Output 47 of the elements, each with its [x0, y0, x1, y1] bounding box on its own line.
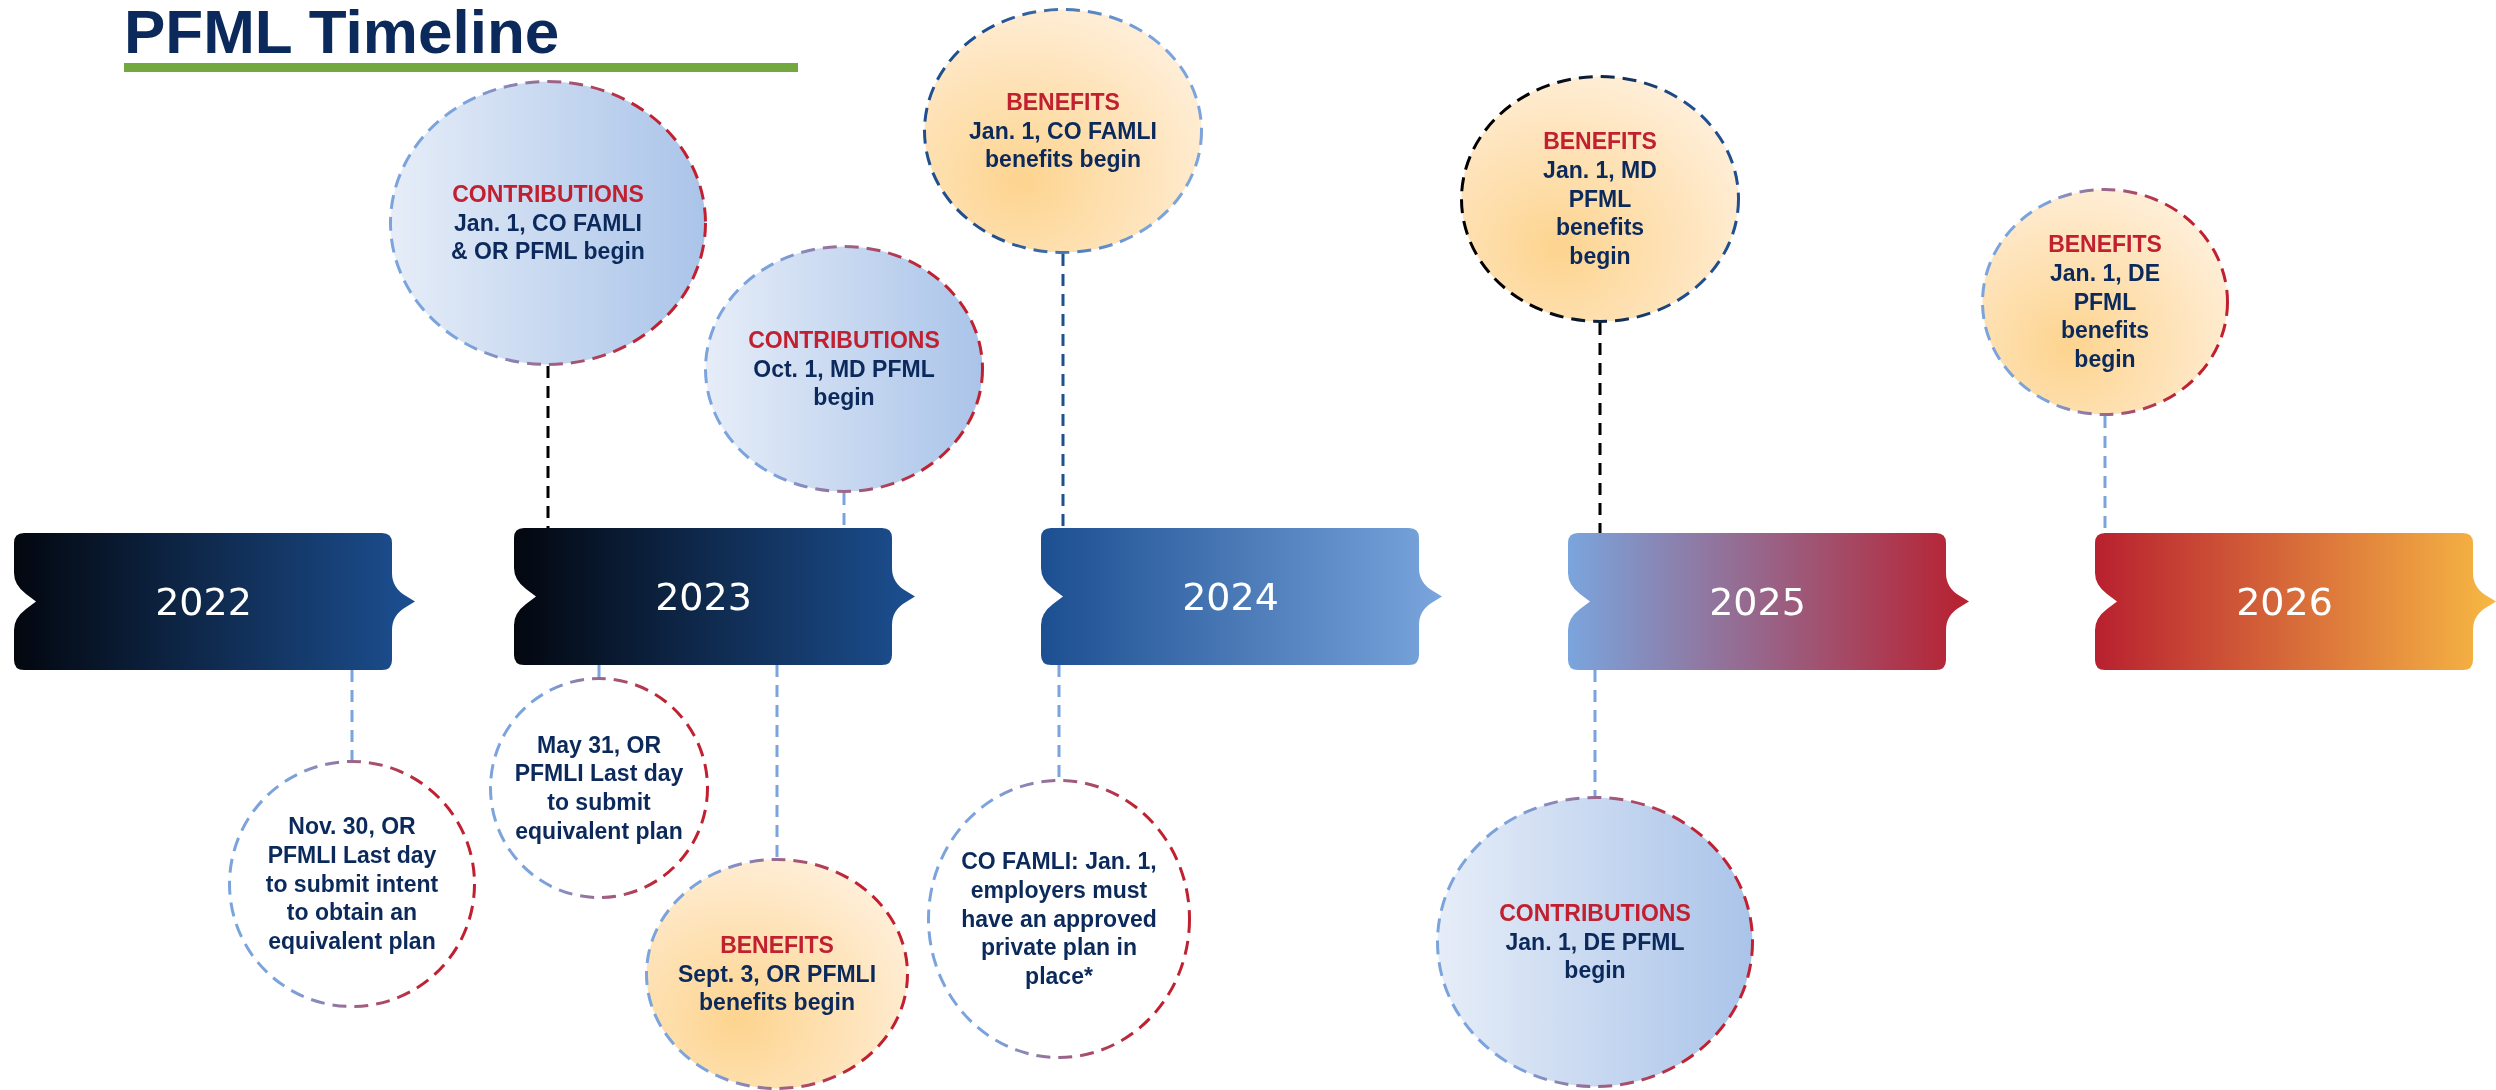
- event-heading: BENEFITS: [1006, 87, 1120, 117]
- event-text: Sept. 3, OR PFMLI benefits begin: [676, 959, 878, 1018]
- event-text: Jan. 1, DE PFML begin: [1504, 927, 1686, 986]
- event-circle: [1460, 75, 1740, 323]
- event-text: Jan. 1, CO FAMLI & OR PFML begin: [450, 208, 646, 267]
- event-text: Nov. 30, OR PFMLI Last day to submit intent to obtain an equivalent plan: [264, 812, 440, 956]
- connector-line: [842, 493, 846, 528]
- year-label: 2024: [1182, 574, 1279, 619]
- year-label: 2022: [155, 579, 252, 624]
- connector-line: [1598, 323, 1602, 533]
- event-circle: [389, 80, 707, 366]
- event-heading: BENEFITS: [720, 930, 834, 960]
- event-circle: [1981, 188, 2229, 416]
- event-circle: [489, 677, 709, 899]
- connector-line: [350, 670, 354, 760]
- year-banner: [14, 533, 415, 670]
- event-circle: [923, 8, 1203, 254]
- title: PFML Timeline: [124, 0, 560, 67]
- connector-line: [775, 665, 779, 858]
- event-text: Jan. 1, MD PFML benefits begin: [1542, 155, 1658, 271]
- year-banner: [2095, 533, 2496, 670]
- event-circle: [645, 858, 909, 1090]
- event-text: Jan. 1, CO FAMLI benefits begin: [968, 116, 1158, 175]
- event-heading: BENEFITS: [2048, 230, 2162, 259]
- event-heading: CONTRIBUTIONS: [748, 325, 940, 355]
- year-label: 2023: [655, 574, 752, 619]
- year-banner: [514, 528, 915, 665]
- event-text: Oct. 1, MD PFML begin: [752, 354, 936, 413]
- year-banner: [1041, 528, 1442, 665]
- event-heading: CONTRIBUTIONS: [1499, 898, 1691, 928]
- event-circle: [228, 760, 476, 1008]
- event-text: Jan. 1, DE PFML benefits begin: [2049, 258, 2161, 374]
- connector-line: [1057, 665, 1061, 779]
- event-circle: [927, 779, 1191, 1059]
- year-banner: [1568, 533, 1969, 670]
- event-text: CO FAMLI: Jan. 1, employers must have an approved private plan in place*: [960, 847, 1158, 991]
- year-label: 2025: [1709, 579, 1806, 624]
- connector-line: [546, 366, 550, 528]
- event-circle: [704, 245, 984, 493]
- connector-line: [597, 665, 601, 677]
- event-heading: CONTRIBUTIONS: [452, 179, 644, 209]
- year-label: 2026: [2236, 579, 2333, 624]
- event-circle: [1436, 796, 1754, 1088]
- connector-line: [1593, 670, 1597, 796]
- connector-line: [1061, 254, 1065, 528]
- event-heading: BENEFITS: [1543, 127, 1657, 156]
- event-text: May 31, OR PFMLI Last day to submit equivalent plan: [513, 730, 685, 846]
